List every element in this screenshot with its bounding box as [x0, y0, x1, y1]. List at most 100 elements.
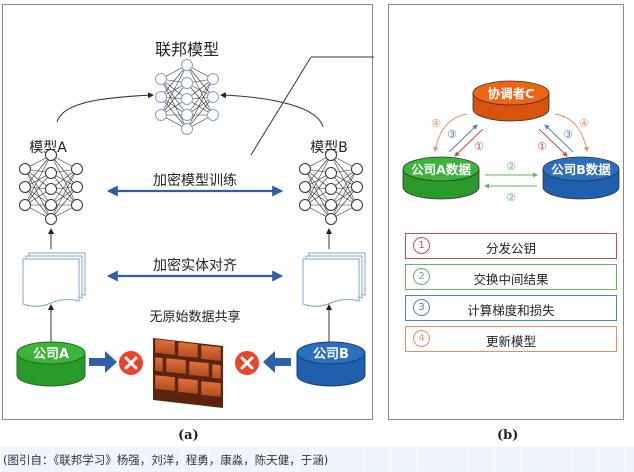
network-edge — [50, 172, 78, 206]
network-node — [45, 149, 57, 161]
step2-mark-bottom: ② — [506, 191, 516, 204]
network-edge — [304, 168, 332, 220]
network-node — [351, 163, 363, 175]
documents-b-icon — [302, 252, 366, 307]
network-edge — [24, 186, 52, 220]
network-edge — [304, 154, 332, 206]
network-edge — [50, 168, 78, 220]
company-b-database-icon: 公司B — [296, 341, 366, 387]
network-edge — [24, 168, 52, 220]
legend-step-number: 2 — [413, 268, 430, 285]
network-edge — [330, 172, 358, 206]
network-edge — [304, 154, 332, 188]
coordinator-label: 协调者C — [488, 86, 535, 101]
network-edge — [24, 154, 52, 206]
network-node — [19, 199, 31, 211]
network-node — [207, 109, 219, 121]
step3-arrow-from-b — [544, 124, 574, 153]
step3-mark-right: ③ — [563, 128, 573, 141]
legend-step-number: 1 — [413, 237, 430, 254]
network-edge — [160, 96, 188, 130]
network-node — [19, 163, 31, 175]
network-edge — [160, 78, 188, 130]
figure-caption: (图引自：《联邦学习》杨强，刘洋，程勇，康淼，陈天健，于涵) — [3, 453, 329, 467]
no-raw-data-sharing-label: 无原始数据共享 — [149, 309, 240, 325]
encrypted-training-label: 加密模型训练 — [153, 172, 237, 189]
network-node — [325, 149, 337, 161]
step2-mark-top: ② — [506, 160, 516, 173]
encrypted-alignment-label: 加密实体对齐 — [153, 257, 237, 274]
panel-a-diagram: 联邦模型 模型A 模型B 加密模型训练 — [16, 40, 390, 408]
network-edge — [186, 82, 214, 116]
federated-model-network-icon — [155, 59, 219, 135]
company-b-data-label: 公司B数据 — [551, 162, 611, 177]
company-b-label: 公司B — [313, 347, 349, 362]
legend-step-text: 分发公钥 — [485, 241, 536, 256]
caption-bar — [0, 447, 634, 472]
legend-row-step-4: 4 更新模型 — [405, 326, 617, 352]
blocked-x-icon-right — [235, 351, 259, 375]
network-node — [45, 213, 57, 225]
network-node — [181, 123, 193, 135]
network-node — [181, 77, 193, 89]
network-node — [299, 199, 311, 211]
company-a-data-database-icon: 公司A数据 — [402, 156, 480, 200]
network-node — [45, 183, 57, 195]
network-edge — [304, 186, 332, 220]
network-node — [325, 183, 337, 195]
panel-b-sublabel: (b) — [497, 428, 519, 443]
legend-row-step-2: 2 交换中间结果 — [405, 264, 617, 290]
network-edge — [160, 82, 188, 116]
network-edge — [330, 168, 358, 220]
network-node — [181, 93, 193, 105]
panel-b-diagram: 协调者C 公司A数据 公司B数据 ④ ④ ③ ③ — [402, 80, 620, 204]
federated-model-label: 联邦模型 — [155, 40, 219, 59]
network-edge — [24, 154, 52, 188]
step3-arrow-from-a — [448, 124, 478, 153]
network-node — [45, 199, 57, 211]
network-node — [71, 181, 83, 193]
step4-arrow-to-b — [554, 113, 589, 152]
company-a-label: 公司A — [33, 347, 69, 362]
legend-step-text: 计算梯度和损失 — [467, 303, 555, 318]
step4-mark-left: ④ — [431, 117, 441, 130]
network-node — [207, 91, 219, 103]
blocked-x-icon-left — [119, 351, 143, 375]
network-node — [71, 199, 83, 211]
model-a-network-icon — [19, 149, 83, 225]
panel-a-sublabel: (a) — [178, 428, 199, 443]
network-node — [71, 163, 83, 175]
panel-b-vertical-federated: 协调者C 公司A数据 公司B数据 ④ ④ ③ ③ — [388, 4, 624, 420]
step1-mark-right: ① — [537, 140, 547, 153]
network-node — [181, 109, 193, 121]
network-node — [299, 163, 311, 175]
connector-line — [250, 56, 312, 156]
network-edge — [186, 96, 214, 130]
network-edge — [160, 64, 188, 116]
network-edge — [186, 78, 214, 130]
company-b-data-database-icon: 公司B数据 — [542, 156, 620, 200]
model-a-label: 模型A — [29, 140, 67, 156]
network-edge — [330, 168, 358, 206]
legend-step-number: 3 — [413, 299, 430, 316]
step1-arrow-to-b — [538, 128, 568, 157]
step4-mark-right: ④ — [579, 117, 589, 130]
network-edge — [50, 186, 78, 220]
network-edge — [186, 78, 214, 116]
legend-step-text: 交换中间结果 — [473, 272, 549, 287]
network-edge — [24, 172, 52, 206]
legend-step-text: 更新模型 — [485, 334, 536, 349]
network-node — [325, 167, 337, 179]
network-node — [351, 199, 363, 211]
company-a-data-label: 公司A数据 — [411, 162, 471, 177]
network-node — [207, 73, 219, 85]
network-edge — [160, 78, 188, 116]
network-edge — [50, 168, 78, 206]
legend-step-number: 4 — [413, 330, 430, 347]
step1-arrow-to-a — [454, 128, 484, 157]
documents-a-icon — [22, 252, 86, 307]
company-a-block-arrow — [89, 351, 117, 373]
company-b-block-arrow — [263, 351, 291, 373]
network-node — [351, 181, 363, 193]
network-node — [19, 181, 31, 193]
